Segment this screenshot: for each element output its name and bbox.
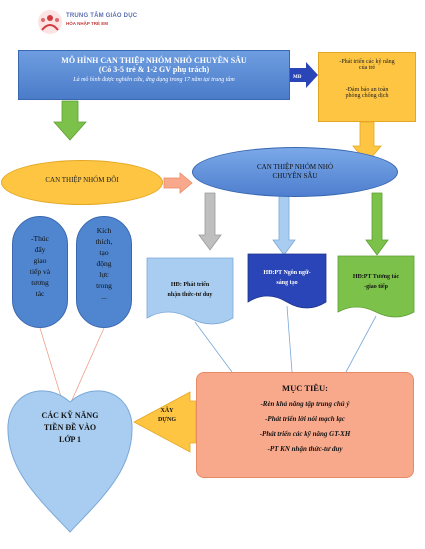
banner-nhan-thuc-text: HĐ: Phát triển nhận thức-tư duy xyxy=(150,280,230,300)
md-arrow xyxy=(290,62,318,88)
banner-line: nhận thức-tư duy xyxy=(167,292,213,298)
build-arrow xyxy=(133,391,197,453)
goals-heading: MỤC TIÊU: xyxy=(282,383,328,393)
orange-arrow-ovals xyxy=(163,172,193,194)
goal-item: -Phát triển lời nói mạch lạc xyxy=(265,415,345,423)
pill-right-line: lực xyxy=(99,270,109,279)
model-description: Là mô hình được nghiên cứu, ứng dụng tro… xyxy=(73,77,235,83)
deep-intervention-line-2: CHUYÊN SÂU xyxy=(272,172,318,180)
heart-shape xyxy=(7,390,133,533)
pill-right-line: động xyxy=(96,259,112,268)
pill-communication: -Thúc đẩy giao tiếp và tương tác xyxy=(12,216,68,328)
banner-line: HĐ:PT Ngôn ngữ- xyxy=(263,270,311,276)
purpose-box: -Phát triển các kỹ năng của trẻ -Đảm bảo… xyxy=(318,52,416,122)
banner-nhan-thuc xyxy=(146,257,234,325)
line-pill2-heart xyxy=(71,327,105,401)
deep-intervention-oval xyxy=(192,147,398,197)
pill-left-line: tác xyxy=(35,289,45,298)
line-banner3-goal xyxy=(345,315,377,373)
gray-arrow xyxy=(198,192,222,251)
deep-intervention-label: CAN THIỆP NHÓM NHỎ CHUYÊN SÂU xyxy=(220,163,370,181)
peer-intervention-label: CAN THIỆP NHÓM ĐÔI xyxy=(45,176,119,184)
green-arrow-right xyxy=(365,192,389,256)
goal-item: -Phát triển các kỹ năng GT-XH xyxy=(259,430,351,438)
banner-line: HĐ:PT Tương tác xyxy=(352,274,400,280)
center-logo xyxy=(38,10,62,34)
model-title-box: MÔ HÌNH CAN THIỆP NHÓM NHỎ CHUYÊN SÂU (C… xyxy=(18,50,290,100)
lightblue-arrow xyxy=(272,194,296,256)
banner-ngon-ngu xyxy=(247,253,327,309)
logo-subtitle: HÒA NHẬP TRẺ EM xyxy=(66,21,109,26)
build-label-line: DỰNG xyxy=(157,417,177,423)
banner-ngon-ngu-text: HĐ:PT Ngôn ngữ- sáng tạo xyxy=(250,268,324,288)
banner-tuong-tac-text: HĐ:PT Tương tác -giao tiếp xyxy=(340,272,412,292)
heart-line: TIỀN ĐỀ VÀO xyxy=(43,423,97,432)
line-banner2-goal xyxy=(286,305,293,373)
heart-label: CÁC KỸ NĂNG TIỀN ĐỀ VÀO LỚP 1 xyxy=(20,410,120,446)
peer-intervention-oval xyxy=(1,160,163,205)
heart-line: CÁC KỸ NĂNG xyxy=(41,411,99,420)
pill-right-line: tạo xyxy=(99,248,109,257)
green-arrow-title xyxy=(53,100,87,141)
deep-intervention-line-1: CAN THIỆP NHÓM NHỎ xyxy=(256,163,334,171)
model-title: MÔ HÌNH CAN THIỆP NHÓM NHỎ CHUYÊN SÂU xyxy=(61,56,247,65)
line-banner1-goal xyxy=(194,321,233,373)
goal-item: -PT KN nhận thức-tư duy xyxy=(267,445,343,453)
banner-line: -giao tiếp xyxy=(364,284,388,290)
goals-box: MỤC TIÊU: -Rèn khả năng tập trung chú ý … xyxy=(196,372,414,478)
build-label: XÂY DỰNG xyxy=(147,407,187,425)
goal-item: -Rèn khả năng tập trung chú ý xyxy=(260,400,350,408)
pill-right-line: trong xyxy=(96,281,112,290)
logo-title: TRUNG TÂM GIÁO DỤC xyxy=(66,13,138,19)
pill-right-line: ... xyxy=(101,292,107,301)
pill-left-line: tương xyxy=(31,278,49,287)
banner-line: HĐ: Phát triển xyxy=(170,282,210,288)
pill-left-line: tiếp và xyxy=(29,267,51,276)
purpose-line-3: -Đảm bảo an toàn xyxy=(345,87,389,93)
purpose-line-4: phòng chống dịch xyxy=(345,93,389,99)
heart-line: LỚP 1 xyxy=(58,435,81,444)
purpose-line-2: của trẻ xyxy=(358,65,376,71)
banner-tuong-tac xyxy=(337,255,415,318)
pill-left-line: giao xyxy=(33,256,47,265)
pill-right-line: Kích xyxy=(96,226,112,235)
build-label-line: XÂY xyxy=(160,408,174,414)
model-subtitle: (Có 3-5 trẻ & 1-2 GV phụ trách) xyxy=(98,65,210,74)
pill-left-line: -Thúc xyxy=(31,234,49,243)
pill-motivation: Kích thích, tạo động lực trong ... xyxy=(76,216,132,328)
pill-left-line: đẩy xyxy=(34,245,46,254)
purpose-line-1: -Phát triển các kỹ năng xyxy=(339,59,395,65)
banner-line: sáng tạo xyxy=(276,280,298,286)
line-pill1-heart xyxy=(39,327,63,401)
pill-right-line: thích, xyxy=(95,237,113,246)
md-label: MĐ xyxy=(293,75,302,80)
